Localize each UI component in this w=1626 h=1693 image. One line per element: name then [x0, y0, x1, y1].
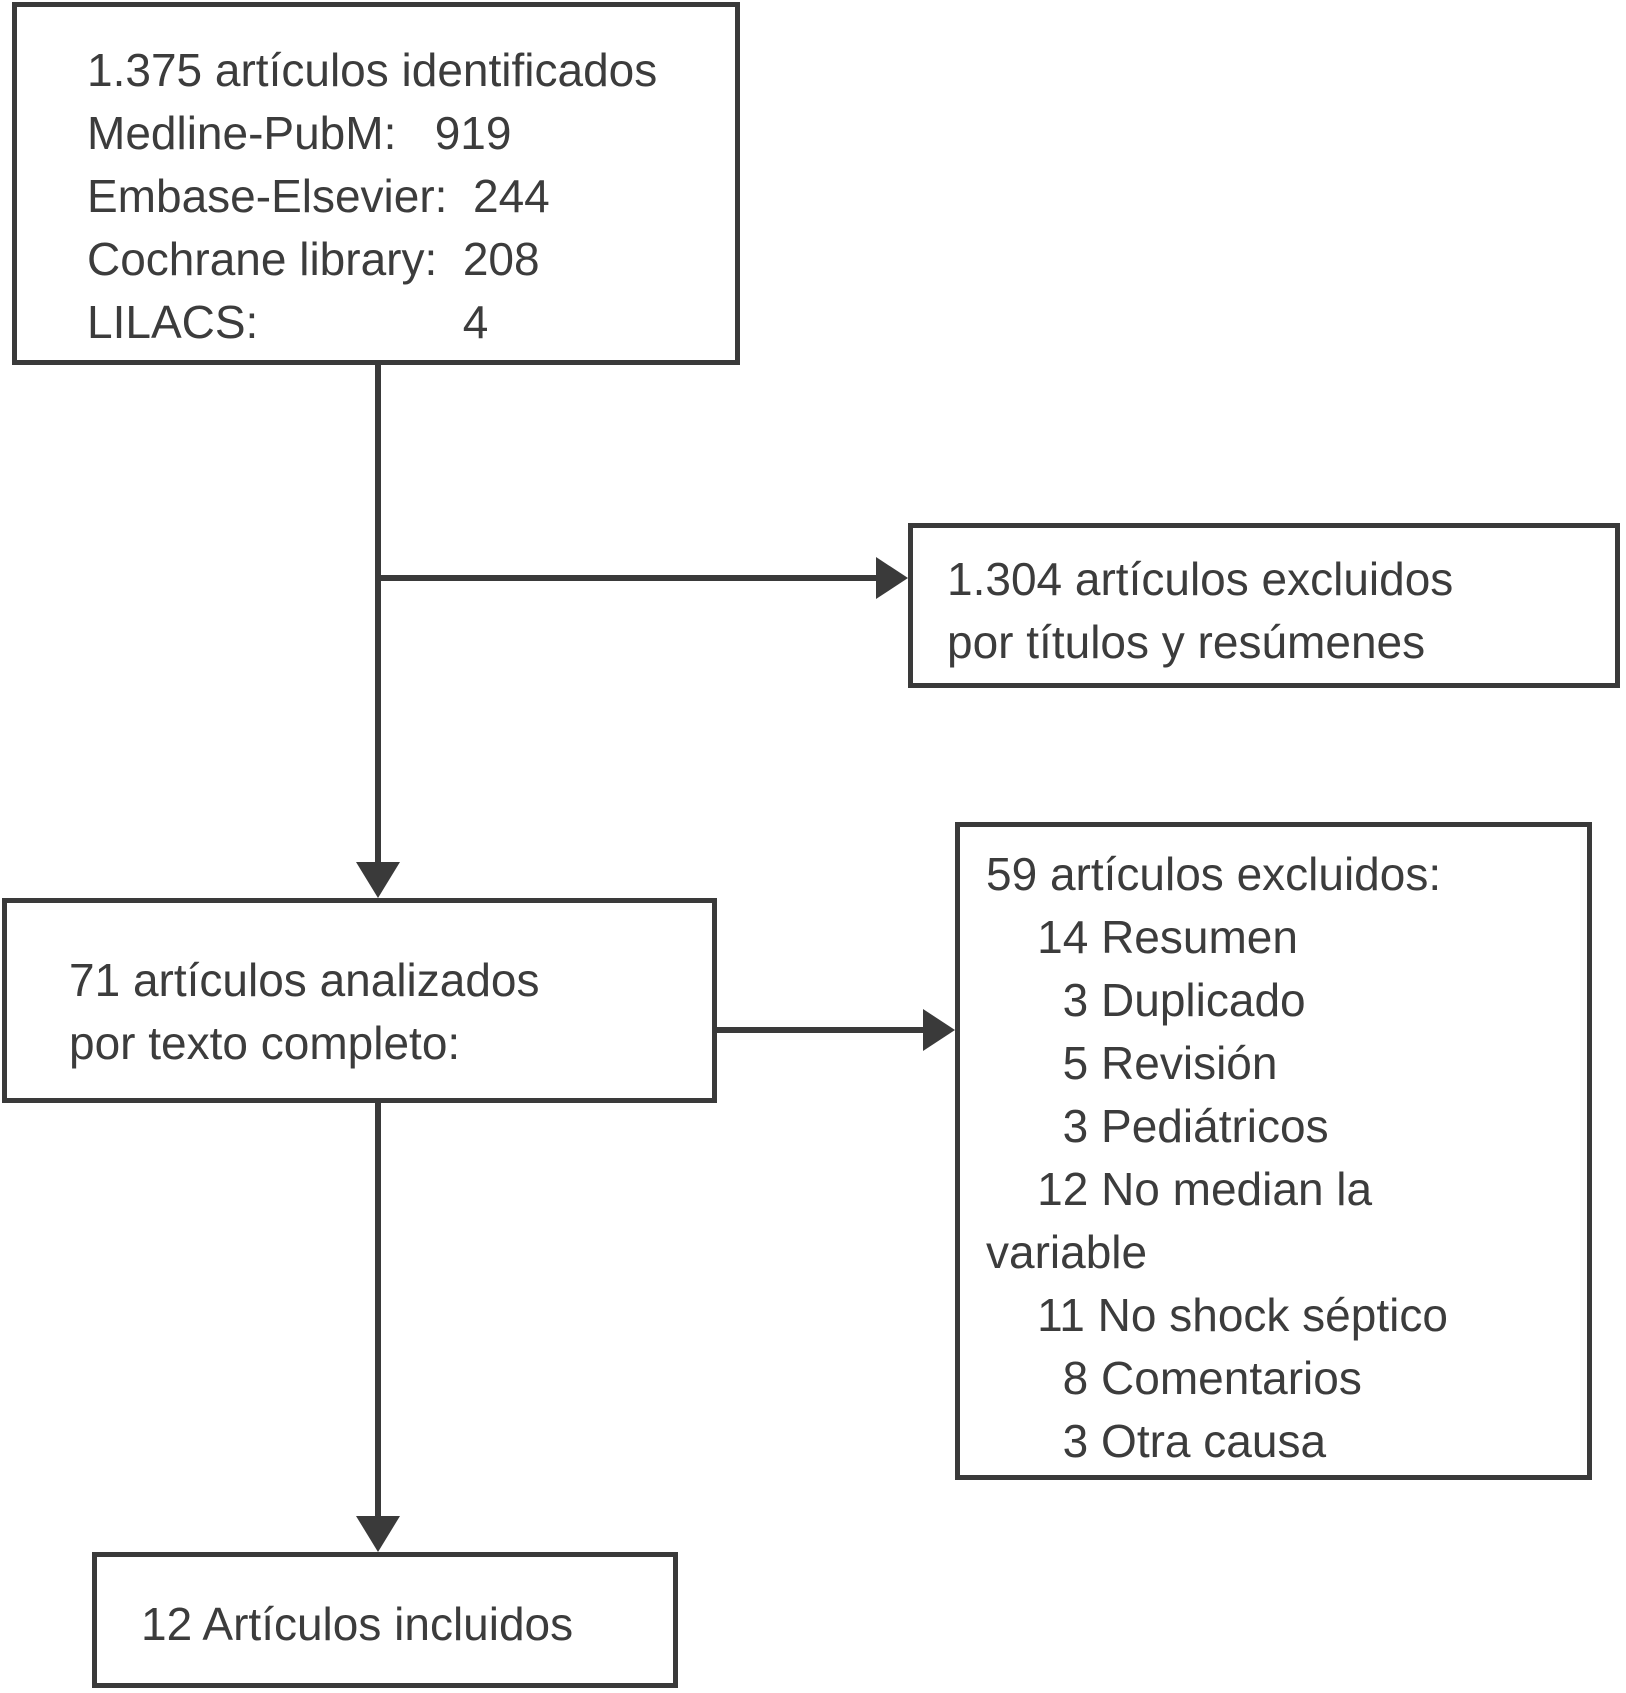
box-fulltext-analyzed: 71 artículos analizados por texto comple…	[2, 898, 717, 1103]
excluded-reason-duplicado: 3 Duplicado	[986, 974, 1306, 1026]
arrowhead-down-icon	[356, 862, 400, 898]
excluded-titles-line: 1.304 artículos excluidos	[947, 553, 1454, 605]
fulltext-line: 71 artículos analizados	[69, 954, 540, 1006]
connector-identified-to-fulltext	[375, 365, 381, 866]
excluded-reason-resumen: 14 Resumen	[986, 911, 1298, 963]
excluded-titles-line: por títulos y resúmenes	[947, 616, 1426, 668]
box-excluded-by-titles: 1.304 artículos excluidos por títulos y …	[908, 523, 1620, 688]
excluded-reason-no-median: 12 No median la	[986, 1163, 1373, 1215]
box-articles-included: 12 Artículos incluidos	[92, 1552, 678, 1688]
excluded-fulltext-header: 59 artículos excluidos:	[986, 848, 1442, 900]
connector-fulltext-to-excluded-fulltext	[717, 1027, 927, 1033]
box-articles-identified: 1.375 artículos identificados Medline-Pu…	[12, 2, 740, 365]
identified-embase-label: Embase-Elsevier: 244	[87, 170, 550, 222]
arrowhead-right-icon	[876, 557, 908, 599]
identified-total-label: 1.375 artículos identificados	[87, 44, 658, 96]
excluded-reason-no-median-wrap: variable	[986, 1226, 1148, 1278]
arrowhead-right-icon	[923, 1009, 955, 1051]
box-excluded-fulltext: 59 artículos excluidos: 14 Resumen 3 Dup…	[955, 822, 1592, 1480]
connector-fulltext-to-included	[375, 1103, 381, 1518]
excluded-reason-otra-causa: 3 Otra causa	[986, 1415, 1327, 1467]
identified-medline-label: Medline-PubM: 919	[87, 107, 512, 159]
connector-identified-to-excluded-titles	[375, 575, 880, 581]
arrowhead-down-icon	[356, 1516, 400, 1552]
excluded-reason-no-shock: 11 No shock séptico	[986, 1289, 1448, 1341]
excluded-reason-revision: 5 Revisión	[986, 1037, 1278, 1089]
excluded-reason-pediatricos: 3 Pediátricos	[986, 1100, 1329, 1152]
fulltext-line: por texto completo:	[69, 1017, 461, 1069]
included-line: 12 Artículos incluidos	[141, 1598, 574, 1650]
excluded-reason-comentarios: 8 Comentarios	[986, 1352, 1362, 1404]
identified-cochrane-label: Cochrane library: 208	[87, 233, 540, 285]
identified-lilacs-label: LILACS: 4	[87, 296, 489, 348]
